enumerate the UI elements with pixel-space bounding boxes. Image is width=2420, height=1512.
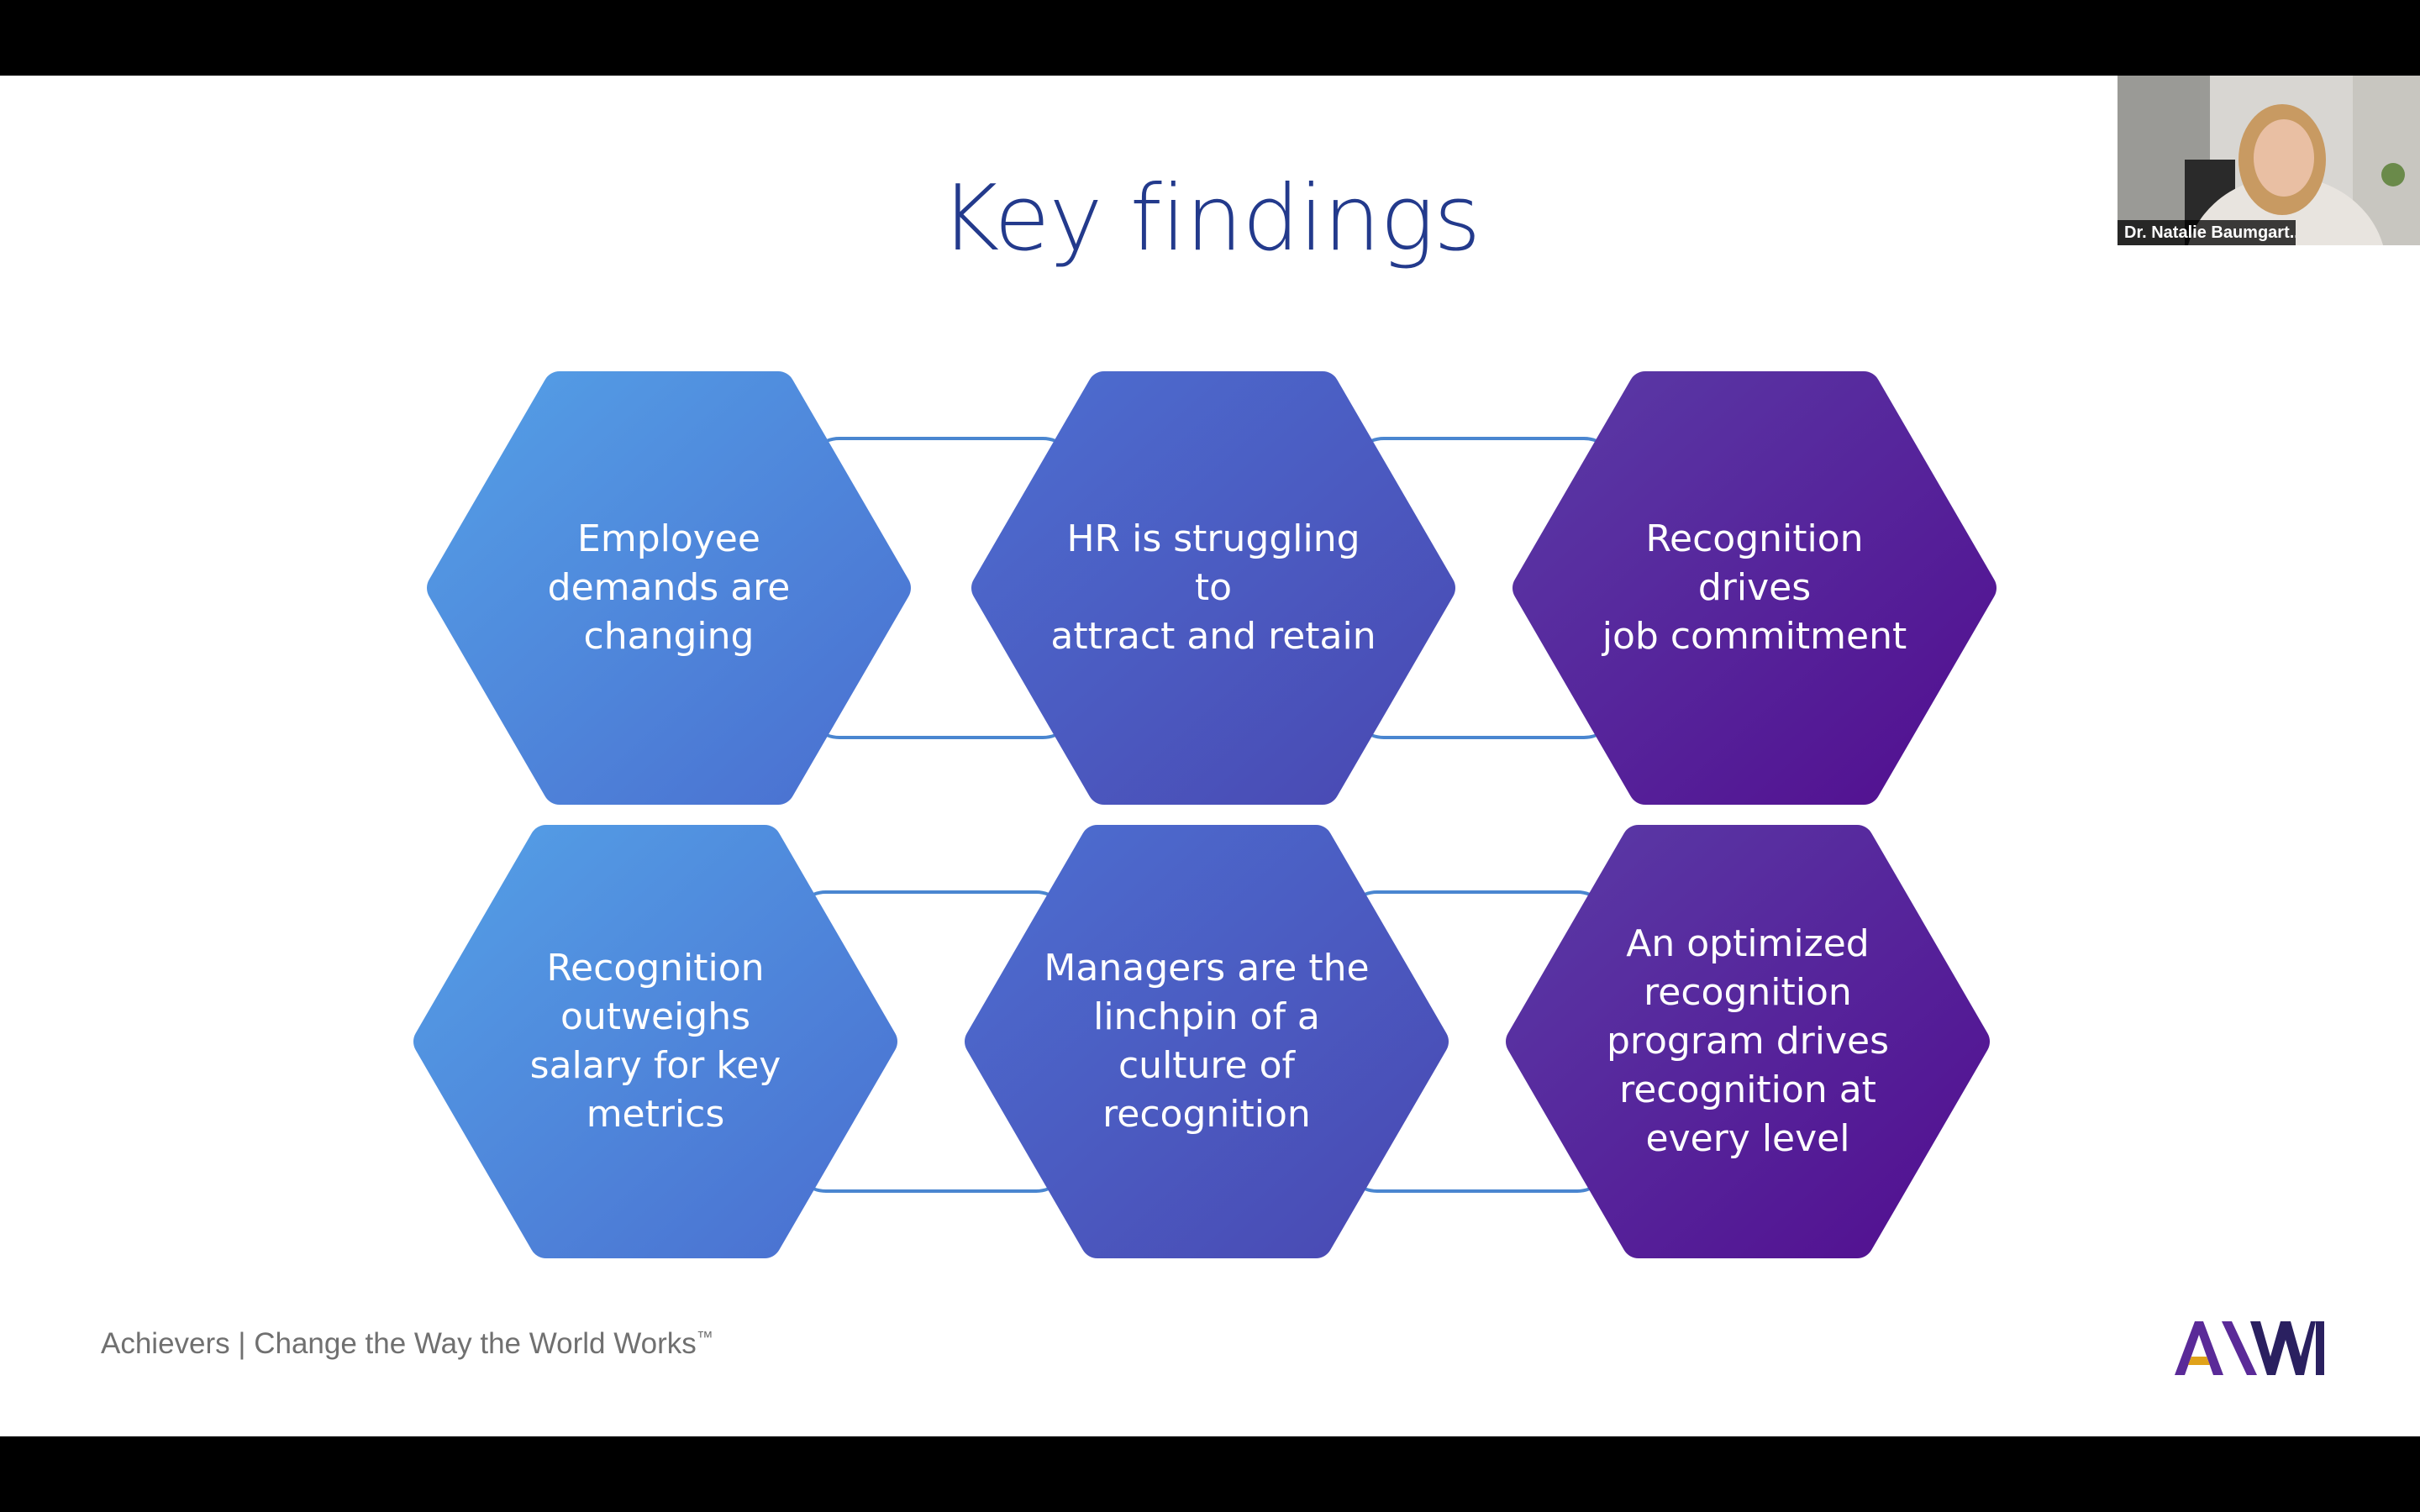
logo-i-mark <box>2316 1321 2324 1375</box>
finding-text-line: salary for key <box>529 1044 781 1087</box>
finding-hexagon <box>965 825 1449 1258</box>
logo-a-mark <box>2175 1321 2223 1375</box>
finding-text-line: recognition <box>1644 971 1852 1014</box>
finding-text-line: HR is struggling to <box>1066 517 1360 609</box>
finding-text-line: An optimized <box>1626 922 1870 965</box>
footer-text: Achievers | Change the Way the World Wor… <box>101 1327 697 1360</box>
awi-logo <box>2175 1321 2324 1375</box>
participant-video <box>2118 76 2420 245</box>
finding-hexagon <box>1512 371 1996 805</box>
finding-hexagon <box>413 825 897 1258</box>
slide-title: Key findings <box>939 166 1481 271</box>
finding-text-line: every level <box>1645 1117 1850 1160</box>
logo-w-mark <box>2250 1321 2316 1375</box>
hexagons <box>413 371 1996 1258</box>
finding-text: Recognition outweighs salary for key metric… <box>487 944 823 1139</box>
finding-text-line: metrics <box>586 1093 725 1136</box>
finding-text-line: Employee <box>577 517 760 560</box>
finding-text-line: attract and retain <box>1050 615 1376 658</box>
findings-diagram <box>413 371 1996 1258</box>
logo-a-accent <box>2188 1357 2210 1365</box>
participant-name: Dr. Natalie Baumgart... <box>2118 220 2296 245</box>
finding-text: Recognition drives job commitment <box>1586 515 1923 661</box>
finding-text-line: demands are <box>547 566 791 609</box>
finding-text-line: recognition <box>1102 1093 1311 1136</box>
slide-footer: Achievers | Change the Way the World Wor… <box>101 1327 713 1361</box>
finding-text-line: culture of <box>1118 1044 1296 1087</box>
finding-hexagon <box>971 371 1455 805</box>
finding-text-line: linchpin of a <box>1093 995 1320 1038</box>
finding-text: Employee demands are changing <box>501 515 837 661</box>
finding-text-line: Recognition <box>546 947 765 990</box>
finding-text-line: outweighs <box>560 995 751 1038</box>
finding-text-line: Managers are the <box>1044 947 1370 990</box>
finding-text: An optimized recognition program drives rec… <box>1580 920 1916 1163</box>
finding-text-line: program drives <box>1606 1020 1890 1063</box>
finding-text-line: job commitment <box>1602 615 1907 658</box>
logo-backslash <box>2222 1321 2257 1375</box>
finding-text-line: changing <box>583 615 755 658</box>
trademark-symbol: ™ <box>696 1328 713 1347</box>
finding-text-line: recognition at <box>1619 1068 1876 1111</box>
participant-video-tile[interactable]: Dr. Natalie Baumgart... <box>2118 76 2420 245</box>
finding-hexagon <box>1506 825 1990 1258</box>
finding-text: HR is struggling to attract and retain <box>1045 515 1381 661</box>
finding-text: Managers are the linchpin of a culture of r… <box>1039 944 1375 1139</box>
finding-hexagon <box>427 371 911 805</box>
finding-text-line: Recognition drives <box>1645 517 1864 609</box>
